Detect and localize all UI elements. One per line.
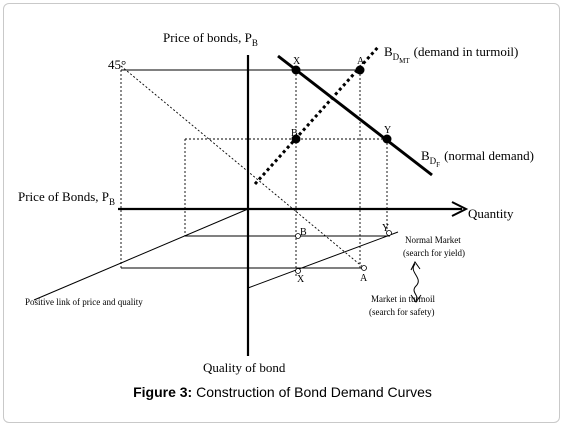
point-b-lower bbox=[295, 233, 301, 239]
normal-market-sub: (search for yield) bbox=[403, 248, 465, 258]
label-y-upper: Y bbox=[384, 125, 391, 136]
point-y-lower bbox=[386, 230, 392, 236]
label-a-upper: A bbox=[357, 56, 365, 67]
label-y-lower: Y bbox=[382, 223, 389, 234]
quality-label: Quality of bond bbox=[203, 360, 286, 375]
figure-frame bbox=[3, 3, 560, 423]
angle-label: 45° bbox=[108, 57, 126, 72]
figure-caption: Figure 3: Construction of Bond Demand Cu… bbox=[0, 384, 565, 400]
quantity-label: Quantity bbox=[468, 206, 514, 221]
caption-text: Construction of Bond Demand Curves bbox=[196, 384, 432, 400]
curly-arrow-head-top-icon bbox=[410, 261, 421, 271]
label-x-lower: X bbox=[297, 274, 305, 285]
diagonal-45-line bbox=[120, 65, 365, 269]
point-x-lower bbox=[295, 268, 301, 274]
positive-link-label: Positive link of price and quality bbox=[25, 297, 143, 307]
caption-label: Figure 3: bbox=[133, 384, 193, 400]
point-a-upper bbox=[355, 65, 365, 75]
turmoil-market-sub: (search for safety) bbox=[369, 307, 434, 317]
left-axis-label: Price of Bonds, PB bbox=[18, 189, 115, 207]
curly-arrow-head-bottom-icon bbox=[410, 294, 422, 303]
turmoil-demand-curve bbox=[253, 44, 381, 186]
point-x-upper bbox=[291, 65, 301, 75]
turmoil-curve-label: BDMT(demand in turmoil) bbox=[384, 44, 518, 65]
label-x-upper: X bbox=[293, 56, 301, 67]
label-b-lower: B bbox=[300, 227, 307, 238]
label-a-lower: A bbox=[360, 273, 368, 284]
positive-link-line bbox=[33, 208, 249, 301]
normal-curve-label: BDF(normal demand) bbox=[421, 148, 534, 169]
label-b-upper: B bbox=[291, 128, 298, 139]
normal-market-label: Normal Market bbox=[405, 235, 461, 245]
point-y-upper bbox=[382, 134, 392, 144]
top-axis-label: Price of bonds, PB bbox=[163, 30, 258, 48]
turmoil-market-label: Market in turmoil bbox=[371, 294, 435, 304]
normal-demand-curve bbox=[277, 54, 433, 177]
curly-arrow-icon bbox=[412, 263, 419, 301]
point-a-lower bbox=[361, 265, 367, 271]
normal-market-line bbox=[247, 231, 399, 289]
quantity-arrow-icon bbox=[451, 201, 469, 217]
point-b-upper bbox=[291, 134, 301, 144]
